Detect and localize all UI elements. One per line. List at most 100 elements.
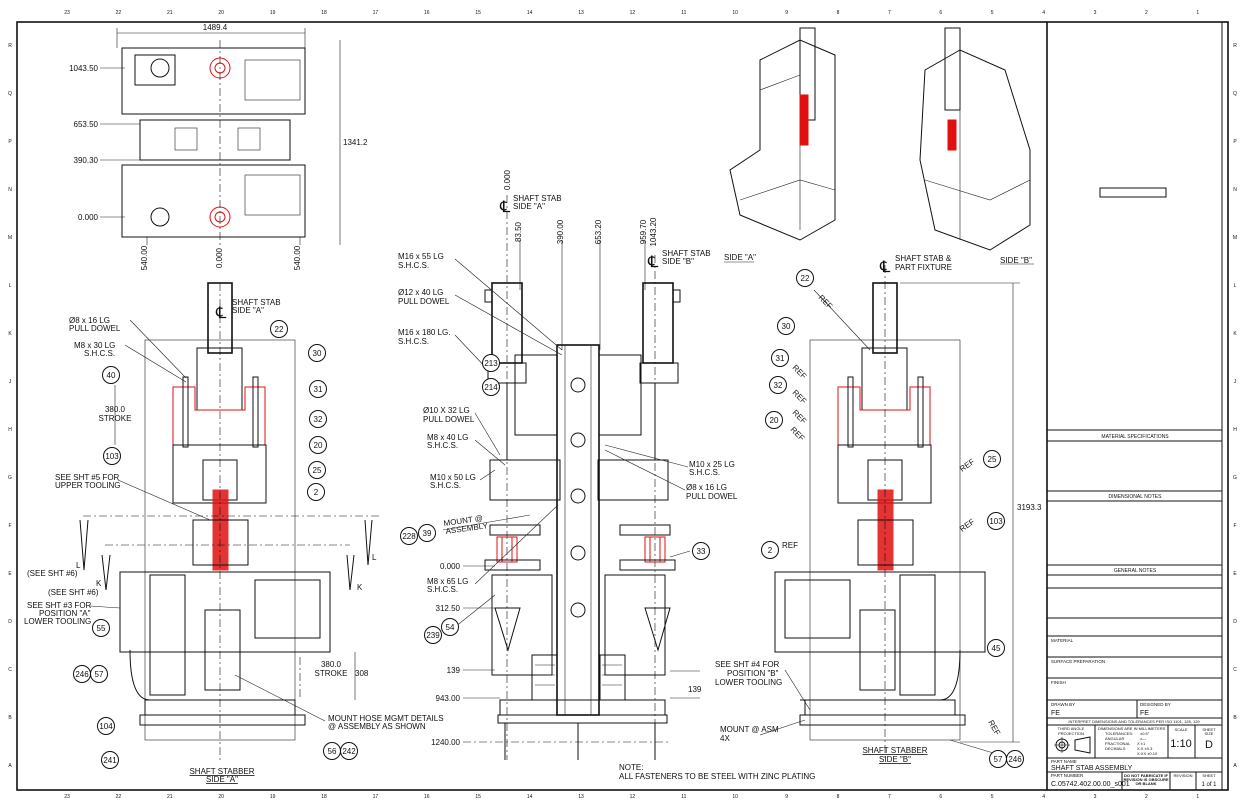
sheet-border <box>16 21 1229 791</box>
balloon-callout: 40 <box>102 366 120 384</box>
zone-column-label: 14 <box>527 794 533 800</box>
balloon-callout: 39 <box>418 524 436 542</box>
balloon-number: 54 <box>446 623 455 632</box>
zone-column-label: 15 <box>475 794 481 800</box>
note-title: NOTE: <box>619 763 643 772</box>
centerline-icon: ℄ <box>879 259 891 276</box>
zone-column-label: 14 <box>527 10 533 16</box>
dimension: 1240.00 <box>431 738 460 747</box>
ref-label: REF <box>791 363 809 381</box>
zone-row-label: N <box>8 187 12 193</box>
balloon-callout: 55 <box>92 619 110 637</box>
balloon-circle <box>101 751 119 769</box>
balloon-circle <box>92 619 110 637</box>
ref-label: REF <box>791 388 809 406</box>
zone-row-label: E <box>8 571 12 577</box>
balloon-circle <box>983 450 1001 468</box>
balloon-number: 104 <box>99 722 113 731</box>
balloon-number: 103 <box>105 452 119 461</box>
balloon-callout: 25 <box>983 450 1001 468</box>
dimension: 139 <box>688 685 702 694</box>
zone-column-label: 23 <box>64 10 70 16</box>
balloon-circle <box>692 542 710 560</box>
field-label: SHEET <box>1202 727 1216 732</box>
balloon-circle <box>482 354 500 372</box>
balloon-circle <box>777 317 795 335</box>
zone-column-label: 6 <box>939 10 942 16</box>
balloon-number: 25 <box>988 455 997 464</box>
right-view-side-b <box>759 265 1020 760</box>
drawing-label: SHAFT STAB & <box>895 254 952 263</box>
zone-row-label: K <box>8 331 12 337</box>
balloon-circle <box>771 349 789 367</box>
zone-column-label: 17 <box>373 794 379 800</box>
balloon-callout: 57 <box>90 665 108 683</box>
balloon-number: 56 <box>328 747 337 756</box>
zone-column-label: 7 <box>888 794 891 800</box>
balloon-callout: 25 <box>308 461 326 479</box>
iso-view-side-b <box>919 27 1034 265</box>
zone-column-label: 21 <box>167 794 173 800</box>
balloon-circle <box>987 512 1005 530</box>
balloon-number: 57 <box>95 670 104 679</box>
tolerance-value: X ±1 <box>1137 741 1146 746</box>
ref-label: REF <box>782 541 798 550</box>
callout-text: (SEE SHT #6) <box>48 588 99 597</box>
view-title: SIDE "A" <box>206 775 238 784</box>
interpret-note: INTERPRET DIMENSIONS AND TOLERANCES PER … <box>1068 719 1200 724</box>
field-label: DESIGNED BY <box>1140 702 1171 707</box>
callout-text: PULL DOWEL <box>398 297 450 306</box>
balloon-circle <box>340 742 358 760</box>
callout-text: S.H.C.S. <box>398 337 429 346</box>
zone-row-label: L <box>9 283 12 289</box>
balloon-callout: 31 <box>771 349 789 367</box>
view-label: SIDE "B" <box>1000 256 1032 265</box>
balloon-number: 213 <box>484 359 498 368</box>
callout-text: S.H.C.S. <box>427 585 458 594</box>
drawing-label: SIDE "A" <box>513 202 545 211</box>
projection-label: THIRD ANGLE <box>1058 726 1085 731</box>
balloon-number: 39 <box>423 529 432 538</box>
zone-column-label: 3 <box>1094 794 1097 800</box>
center-view <box>442 195 700 760</box>
drawing-label: SIDE "B" <box>662 257 694 266</box>
ref-label: REF <box>789 425 807 443</box>
callout-text: S.H.C.S. <box>398 261 429 270</box>
zone-column-label: 20 <box>218 10 224 16</box>
fabrication-warning: DO NOT FABRICATE IF <box>1124 773 1168 778</box>
zone-row-label: B <box>1233 715 1237 721</box>
zone-column-label: 2 <box>1145 794 1148 800</box>
balloon-callout: 22 <box>796 269 814 287</box>
tolerance-value: ±0.5° <box>1140 731 1150 736</box>
zone-markers: 2323222221212020191918181717161615151414… <box>8 10 1237 800</box>
tolerance-label: DIMENSIONS ARE IN MILLIMETERS <box>1098 726 1166 731</box>
zone-column-label: 19 <box>270 10 276 16</box>
balloon-number: 55 <box>97 624 106 633</box>
section-header: GENERAL NOTES <box>1114 568 1157 574</box>
zone-row-label: N <box>1233 187 1237 193</box>
zone-column-label: 10 <box>732 10 738 16</box>
zone-column-label: 4 <box>1042 794 1045 800</box>
ref-label: REF <box>986 719 1002 737</box>
tolerance-label: TOLERANCES: <box>1105 731 1133 736</box>
balloon-callout: 213 <box>482 354 500 372</box>
zone-column-label: 20 <box>218 794 224 800</box>
dimension: 83.50 <box>514 221 523 242</box>
scale-value: 1:10 <box>1170 738 1191 750</box>
balloon-number: 25 <box>313 466 322 475</box>
balloon-callout: 54 <box>441 618 459 636</box>
balloon-circle <box>769 376 787 394</box>
title-block <box>1046 22 1223 790</box>
balloon-number: 20 <box>770 416 779 425</box>
balloon-number: 242 <box>342 747 356 756</box>
field-label: SHEET <box>1202 773 1216 778</box>
callout-text: SEE SHT #4 FOR <box>715 660 780 669</box>
designed-by-value: FE <box>1140 710 1149 717</box>
zone-row-label: H <box>1233 427 1237 433</box>
field-label: DRAWN BY <box>1051 702 1075 707</box>
drawing-label: SIDE "A" <box>232 306 264 315</box>
zone-column-label: 3 <box>1094 10 1097 16</box>
field-label: FINISH <box>1051 680 1066 685</box>
balloon-circle <box>309 380 327 398</box>
